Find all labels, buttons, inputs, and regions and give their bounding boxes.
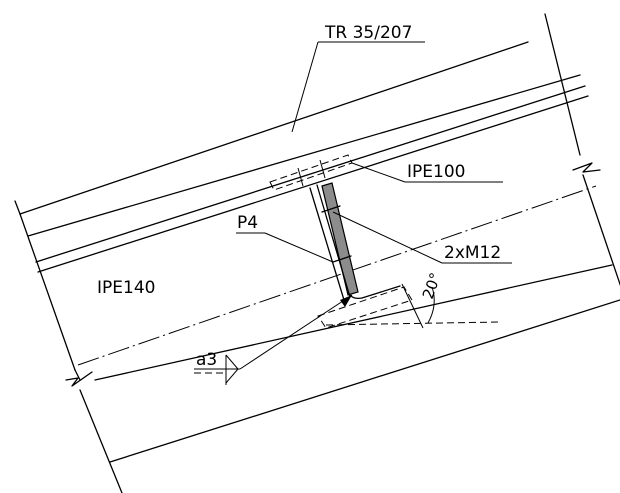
break-symbol-left	[65, 371, 93, 387]
purlin-label: IPE100	[407, 162, 465, 182]
rafter-ipe140	[37, 95, 620, 463]
bolt-markers	[321, 205, 352, 263]
weld-symbol: a3	[194, 294, 353, 385]
plate-label: P4	[237, 213, 258, 233]
leader-trapezoid-sheet: TR 35/207	[291, 23, 425, 133]
angle-indicator-20: 20°	[401, 270, 445, 329]
leader-bolts: 2xM12	[332, 211, 512, 264]
weld-label: a3	[196, 350, 217, 370]
break-symbol-right	[572, 162, 601, 173]
leader-plate: P4	[236, 213, 334, 263]
trapezoid-sheet-upper	[19, 41, 586, 263]
section-edges	[14, 13, 620, 493]
plate-p4	[309, 182, 359, 301]
leader-purlin: IPE100	[351, 162, 503, 183]
angle-label: 20°	[419, 270, 445, 301]
bolts-label: 2xM12	[444, 243, 501, 263]
plate-bent-end	[317, 285, 499, 329]
trapezoid-sheet-label: TR 35/207	[324, 23, 412, 43]
rafter-label: IPE140	[97, 278, 155, 298]
